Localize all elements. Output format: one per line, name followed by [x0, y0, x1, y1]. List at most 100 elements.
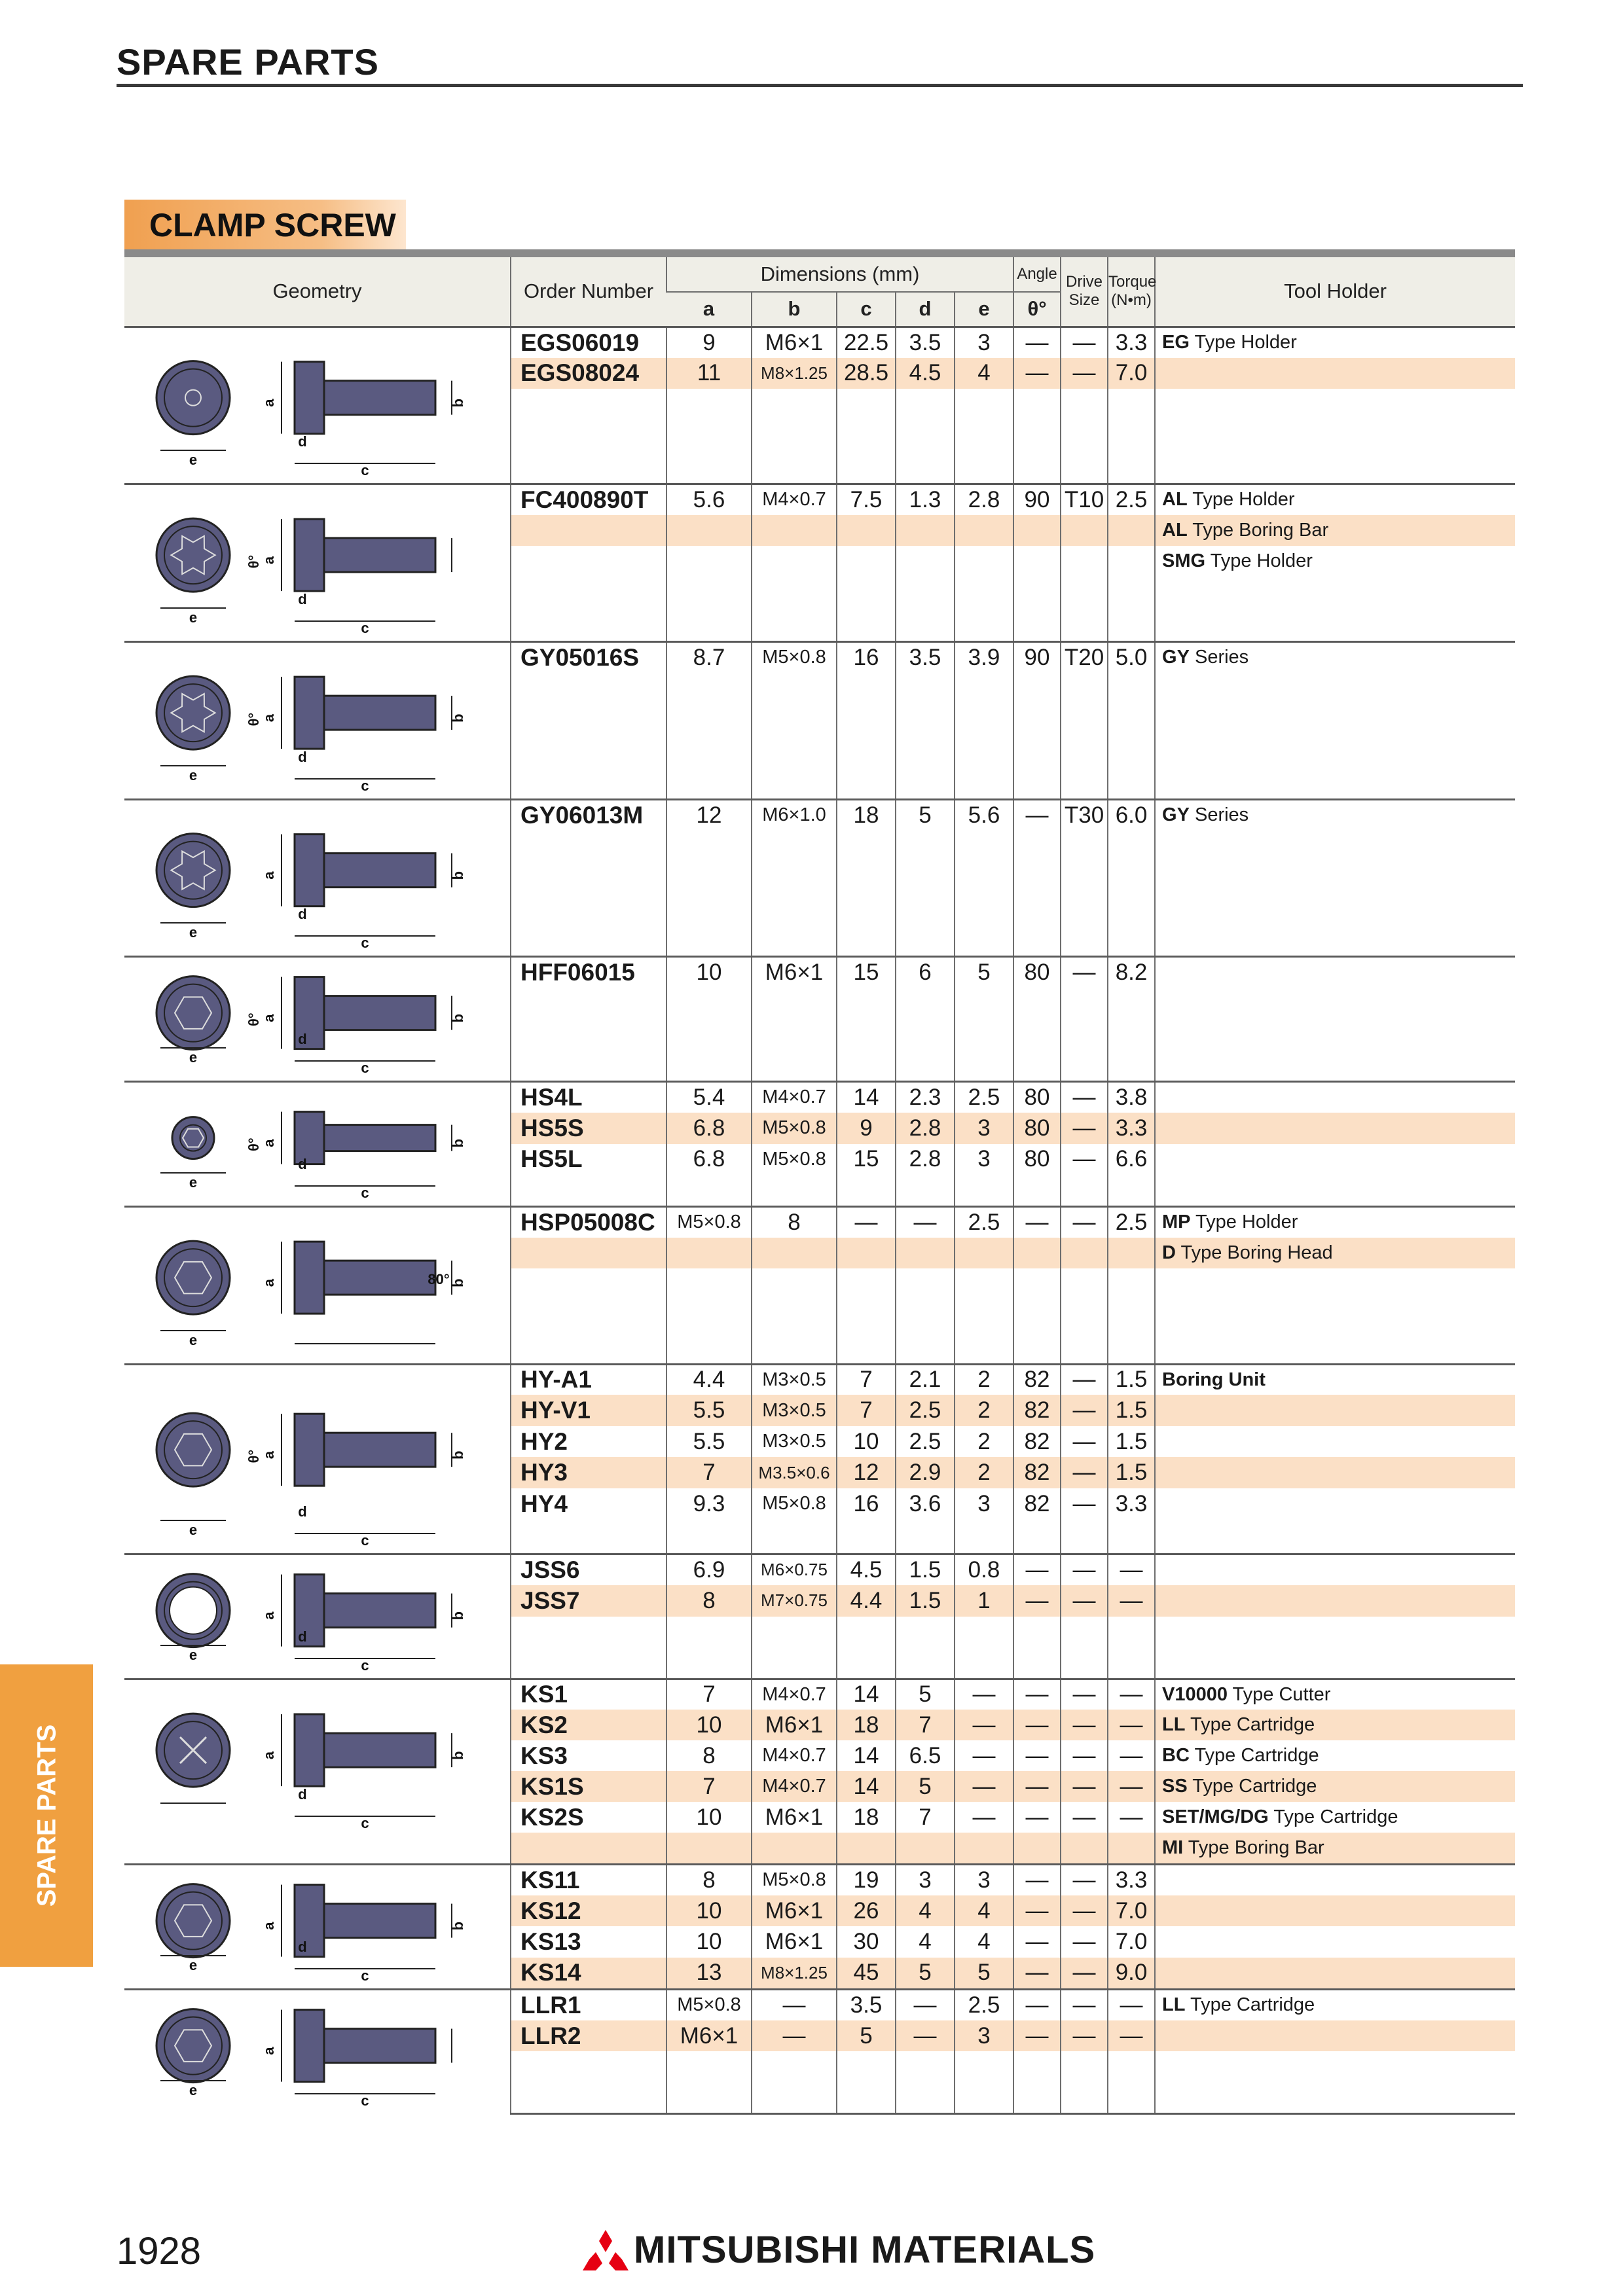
- cell-b: 8: [751, 1205, 837, 1238]
- empty-cell: [895, 830, 955, 956]
- cell-b: —: [751, 2020, 837, 2052]
- tool-holder: [1154, 1112, 1516, 1144]
- cell-b: M6×1: [751, 1710, 837, 1740]
- tool-holder: [1154, 1585, 1516, 1617]
- order-number: JSS7: [510, 1585, 666, 1617]
- cell-drive: —: [1060, 1488, 1108, 1520]
- tool-holder: MI Type Boring Bar: [1154, 1833, 1516, 1863]
- cell-drive: —: [1060, 955, 1108, 988]
- dim-label: b: [450, 1138, 466, 1147]
- order-number: KS2S: [510, 1802, 666, 1833]
- cell-b: M7×0.75: [751, 1585, 837, 1617]
- cell-c: 45: [836, 1957, 896, 1988]
- cell-e: —: [953, 1771, 1014, 1802]
- cell-a: [666, 1833, 752, 1863]
- cell-d: [895, 1833, 955, 1863]
- dim-label: a: [261, 1013, 277, 1022]
- screw-head: [293, 833, 325, 907]
- dim-label: d: [298, 1786, 306, 1803]
- dim-label: b: [450, 870, 466, 879]
- cell-b: M5×0.8: [751, 1112, 837, 1144]
- empty-cell: [1107, 672, 1156, 799]
- cell-e: 3.9: [953, 640, 1014, 673]
- cell-drive: T30: [1060, 798, 1108, 831]
- cell-drive: [1060, 1833, 1108, 1863]
- empty-cell: [1060, 2051, 1108, 2115]
- cell-b: M5×0.8: [751, 1488, 837, 1520]
- empty-cell: [1154, 389, 1516, 484]
- cell-b: M6×1: [751, 1895, 837, 1927]
- cell-b: —: [751, 1988, 837, 2020]
- empty-cell: [1013, 2051, 1061, 2115]
- cell-torque: [1107, 546, 1156, 577]
- screw-head: [293, 975, 325, 1050]
- dim-label: e: [189, 1332, 197, 1348]
- cell-e: —: [953, 1677, 1014, 1710]
- screw-shank: [323, 1732, 437, 1768]
- cell-angle: —: [1013, 1957, 1061, 1988]
- empty-cell: [895, 577, 955, 641]
- brand-name: MITSUBISHI MATERIALS: [634, 2229, 1096, 2271]
- filler-row: [124, 987, 1516, 1081]
- empty-cell: [1013, 389, 1061, 484]
- cell-c: [836, 1833, 896, 1863]
- cell-c: [836, 1237, 896, 1269]
- screw-shank: [323, 1123, 437, 1152]
- cell-a: 6.8: [666, 1112, 752, 1144]
- cell-drive: T20: [1060, 640, 1108, 673]
- header-torque: Torque(N•m): [1107, 257, 1156, 327]
- cell-drive: —: [1060, 1552, 1108, 1585]
- empty-cell: [751, 1175, 837, 1206]
- cell-torque: —: [1107, 1677, 1156, 1710]
- tool-holder: MP Type Holder: [1154, 1205, 1516, 1238]
- empty-cell: [836, 987, 896, 1081]
- tool-holder: GY Series: [1154, 798, 1516, 831]
- cell-torque: 6.0: [1107, 798, 1156, 831]
- cell-c: 12: [836, 1457, 896, 1488]
- hex-socket: [173, 996, 213, 1030]
- order-number: [510, 1237, 666, 1269]
- cell-b: M6×1: [751, 1802, 837, 1833]
- cell-torque: 8.2: [1107, 955, 1156, 988]
- cell-drive: —: [1060, 1895, 1108, 1927]
- dim-label: θ°: [246, 1449, 262, 1463]
- cell-angle: —: [1013, 1926, 1061, 1958]
- empty-cell: [1013, 830, 1061, 956]
- cell-a: 9: [666, 325, 752, 358]
- cell-a: 6.9: [666, 1552, 752, 1585]
- torx-socket: [170, 692, 217, 733]
- order-number: HY-V1: [510, 1395, 666, 1426]
- cell-b: M8×1.25: [751, 357, 837, 389]
- cell-torque: —: [1107, 1710, 1156, 1740]
- order-number: HY3: [510, 1457, 666, 1488]
- cell-c: 14: [836, 1740, 896, 1771]
- cell-d: 4: [895, 1926, 955, 1958]
- cell-drive: —: [1060, 2020, 1108, 2052]
- cell-a: 10: [666, 1926, 752, 1958]
- dim-label: d: [298, 906, 306, 922]
- empty-cell: [510, 1175, 666, 1206]
- table-row: AL Type Boring Bar: [124, 514, 1516, 547]
- empty-cell: [1060, 1268, 1108, 1364]
- screw-head: [293, 1713, 325, 1787]
- filler-row: [124, 1616, 1516, 1679]
- empty-cell: [1154, 2051, 1516, 2115]
- screw-head: [293, 1240, 325, 1315]
- dim-label: d: [298, 1628, 306, 1645]
- dim-label: c: [361, 462, 369, 478]
- empty-cell: [751, 987, 837, 1081]
- cell-b: M6×1: [751, 325, 837, 358]
- cell-a: 7: [666, 1771, 752, 1802]
